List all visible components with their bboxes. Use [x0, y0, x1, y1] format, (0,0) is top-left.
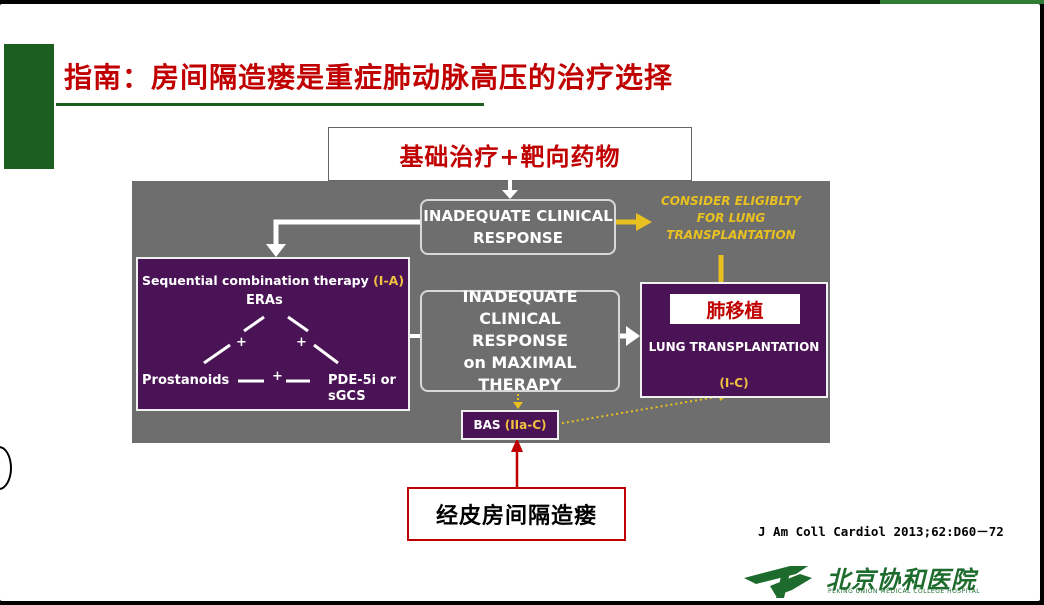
arrowhead-inadequate2-to-lung	[626, 326, 640, 346]
lung-transplant-level: (I-C)	[719, 376, 749, 390]
consider-line-2: FOR LUNG	[696, 211, 766, 225]
arrow-inadequate-to-sequential	[273, 219, 420, 246]
sequential-level: (I-A)	[373, 273, 405, 288]
logo-emblem-upper	[744, 566, 808, 584]
node-sgcs: sGCS	[328, 389, 366, 404]
line-left-upper	[243, 315, 265, 333]
sequential-title: Sequential combination therapy (I-A)	[138, 273, 408, 288]
plus-right: +	[296, 335, 307, 350]
inadequate-maximal-line-3: on MAXIMAL THERAPY	[463, 353, 577, 394]
arrowhead-inadequate-to-consider	[636, 213, 652, 231]
header-green-bar	[4, 44, 54, 169]
lung-transplant-en: LUNG TRANSPLANTATION	[648, 340, 820, 354]
sequential-title-text: Sequential combination therapy	[141, 273, 369, 288]
combination-network-lines	[203, 315, 339, 383]
atrial-septostomy-label: 经皮房间隔造瘘	[435, 503, 597, 529]
plus-bottom: +	[272, 369, 283, 384]
bas-label: BAS	[473, 418, 501, 432]
arrowhead-basic-to-inadequate	[502, 190, 518, 199]
node-eras: ERAs	[246, 293, 283, 308]
atrial-septostomy-box: 经皮房间隔造瘘	[407, 487, 626, 541]
top-right-rule	[880, 0, 1044, 4]
line-right-upper	[287, 315, 309, 333]
line-left-lower	[203, 343, 231, 365]
consider-line-1: CONSIDER ELIGIBLTY	[660, 194, 802, 208]
consider-transplant-note: CONSIDER ELIGIBLTY FOR LUNG TRANSPLANTAT…	[658, 193, 804, 244]
inadequate-maximal-line-2: RESPONSE	[472, 331, 568, 350]
slide-title: 指南：房间隔造瘘是重症肺动脉高压的治疗选择	[64, 61, 674, 94]
arrowhead-inadequate2-to-bas	[513, 402, 523, 409]
title-underline	[56, 103, 484, 106]
lung-transplant-cn: 肺移植	[670, 294, 800, 324]
lung-transplant-box: 肺移植 LUNG TRANSPLANTATION (I-C)	[640, 282, 828, 398]
inadequate-maximal-line-1: INADEQUATE CLINICAL	[462, 287, 578, 328]
inadequate-response-line-1: INADEQUATE CLINICAL	[423, 207, 613, 225]
basic-therapy-label: 基础治疗+靶向药物	[399, 141, 621, 171]
plus-left: +	[236, 335, 247, 350]
inadequate-maximal-box: INADEQUATE CLINICAL RESPONSE on MAXIMAL …	[420, 287, 620, 394]
red-arrowhead-septostomy-to-bas	[511, 438, 523, 452]
consider-line-3: TRANSPLANTATION	[666, 228, 796, 242]
hospital-logo-cn: 北京协和医院	[826, 565, 976, 594]
hospital-logo-en: PEKING UNION MEDICAL COLLEGE HOSPITAL	[828, 588, 981, 595]
inadequate-response-box: INADEQUATE CLINICAL RESPONSE	[420, 199, 616, 255]
bas-box: BAS (IIa-C)	[461, 410, 559, 440]
line-right-lower	[313, 343, 339, 365]
node-prostanoids: Prostanoids	[142, 373, 230, 388]
logo-emblem-stem	[776, 572, 790, 598]
arrowhead-inadequate-to-sequential	[266, 244, 286, 257]
sequential-combination-box: Sequential combination therapy (I-A) ERA…	[136, 257, 410, 411]
citation: J Am Coll Cardiol 2013;62:D60－72	[758, 524, 1004, 539]
inadequate-response-line-2: RESPONSE	[473, 229, 563, 247]
bas-level: (IIa-C)	[504, 418, 547, 432]
node-pde: PDE-5i or	[328, 373, 396, 388]
